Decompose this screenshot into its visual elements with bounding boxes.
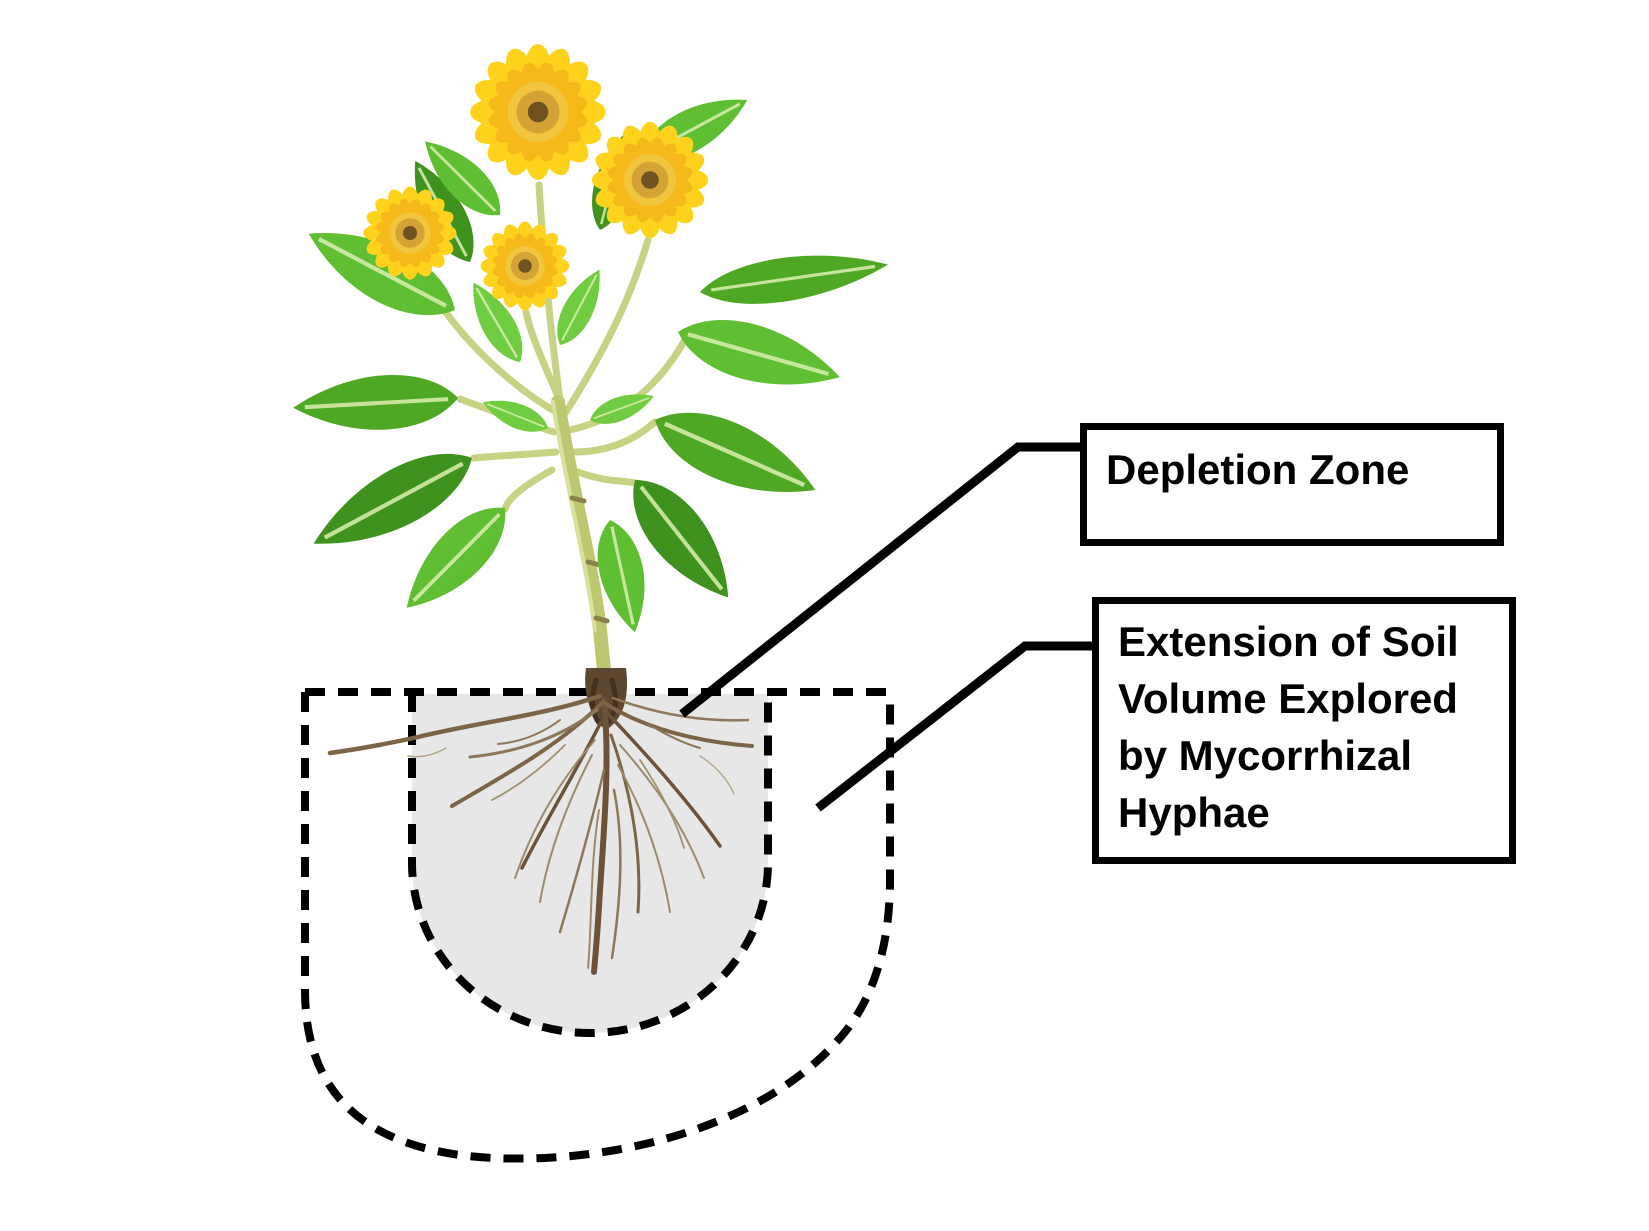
depletion-zone-outline [408, 692, 772, 1037]
connector-line-depletion [679, 442, 1084, 718]
branch [574, 468, 640, 487]
root-strand [497, 719, 561, 745]
stem-node [569, 495, 587, 504]
root-strand [639, 759, 685, 849]
extension-label-line-2: Volume Explored [1118, 675, 1458, 722]
root-strand [699, 755, 735, 795]
root-strand [407, 747, 447, 758]
root-strand [520, 720, 603, 870]
root-strand [587, 809, 600, 969]
sunflower-blossom [363, 186, 456, 279]
leaf [697, 244, 891, 314]
stem-node [585, 559, 603, 568]
extension-label-line-3: by Mycorrhizal [1118, 732, 1413, 779]
sunflower-blossom [480, 221, 569, 310]
root-crown-shade [605, 677, 618, 725]
branch [535, 181, 564, 404]
root-strand [327, 693, 603, 756]
root-strand [647, 723, 701, 749]
sunflower-plant [292, 44, 891, 975]
depletion-zone-label-box: Depletion Zone [1080, 423, 1504, 546]
stem-highlight [551, 400, 597, 632]
root-strand [611, 696, 750, 722]
depletion-zone-label: Depletion Zone [1106, 446, 1410, 493]
root-crown-shade [590, 677, 603, 727]
branch [470, 448, 560, 462]
root-strand [558, 768, 606, 934]
root-strand [617, 764, 671, 913]
stem-nodes [569, 495, 610, 624]
branch [501, 466, 556, 513]
branch [562, 236, 652, 416]
leaf [670, 305, 847, 405]
root-strand [609, 733, 641, 914]
hyphae-extension-zone-outline [301, 692, 894, 1163]
sunflower-blossom [470, 44, 606, 180]
leaf [292, 371, 460, 434]
extension-label-box: Extension of Soil Volume Explored by Myc… [1092, 597, 1516, 864]
extension-label-line-4: Hyphae [1118, 789, 1270, 836]
root-strand [491, 744, 566, 801]
sunflower-blossom [592, 122, 709, 239]
root-strand [514, 739, 596, 879]
root-strand [539, 754, 593, 903]
stem-node [593, 615, 610, 624]
taproot [591, 697, 610, 975]
branch [570, 418, 659, 456]
root-strand [604, 702, 754, 748]
root-strand [468, 708, 599, 759]
connector-line-extension [815, 641, 1096, 812]
leaf [477, 389, 554, 441]
root-strand [606, 712, 722, 848]
extension-label-line-1: Extension of Soil [1118, 618, 1459, 665]
root-system [327, 668, 754, 975]
root-strand [610, 788, 622, 960]
